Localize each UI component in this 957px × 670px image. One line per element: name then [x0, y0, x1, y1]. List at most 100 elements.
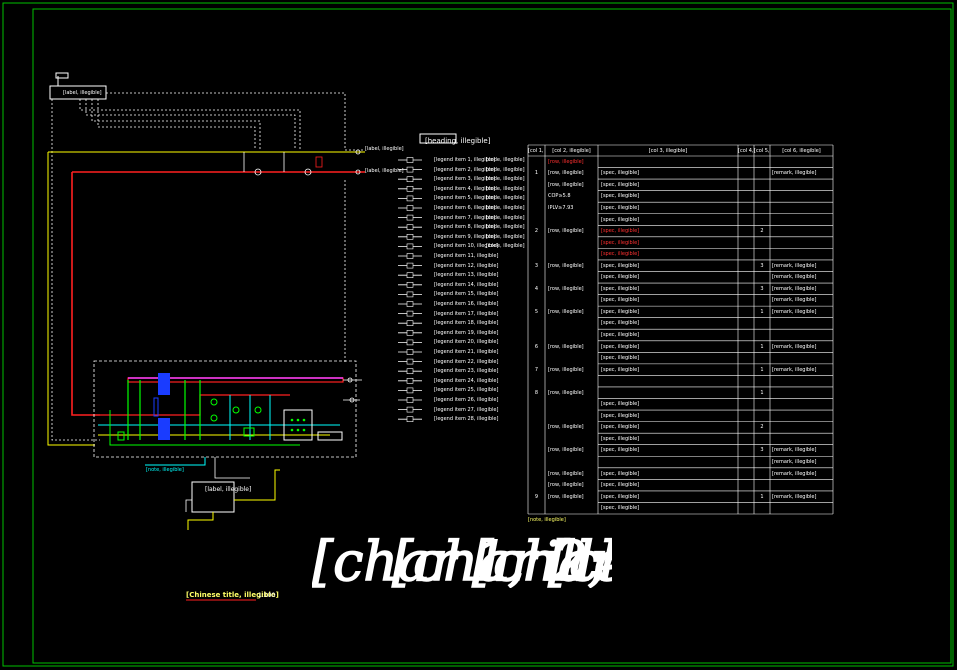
- table-cell-name: [row, illegible]: [548, 424, 584, 431]
- legend-item-label: [legend item 26, illegible]: [434, 397, 499, 403]
- table-cell-name: [row, illegible]: [548, 285, 584, 292]
- legend-symbol-mark: [406, 358, 414, 365]
- table-cell-qty: 3: [760, 447, 764, 454]
- table-cell-spec: [spec, illegible]: [601, 424, 640, 431]
- table-cell-spec: [spec, illegible]: [601, 332, 640, 338]
- table-cell-spec: [spec, illegible]: [601, 493, 640, 500]
- legend-symbol-mark: [406, 166, 414, 173]
- legend-symbol-mark: [406, 243, 414, 250]
- table-cell-qty: 3: [760, 262, 764, 269]
- legend-item-code: [code, illegible]: [486, 205, 525, 211]
- legend-symbol-mark: [406, 157, 414, 163]
- table-cell-spec: [spec, illegible]: [601, 239, 640, 246]
- legend-item-label: [legend item 11, illegible]: [434, 253, 499, 259]
- cabinet-indicators: [290, 418, 306, 432]
- legend-item-code: [code, illegible]: [486, 185, 525, 192]
- signal-lines: [51, 92, 365, 441]
- legend-item-code: [code, illegible]: [486, 233, 525, 240]
- legend-item-label: [legend item 23, illegible]: [434, 368, 499, 375]
- table-note: [note, illegible]: [528, 517, 566, 523]
- table-cell-remark: [remark, illegible]: [772, 297, 817, 304]
- table-cell-no: 6: [534, 343, 539, 350]
- legend-item-label: [legend item 9, illegible]: [434, 233, 496, 240]
- legend-symbol-mark: [406, 349, 414, 355]
- tank-label: [label, illegible]: [205, 486, 252, 493]
- table-cell-qty: 1: [760, 308, 764, 315]
- legend-symbol-mark: [406, 339, 414, 346]
- legend-symbol-mark: [406, 377, 414, 384]
- table-cell-spec: [spec, illegible]: [601, 216, 640, 223]
- table-cell-spec: [spec, illegible]: [601, 204, 640, 211]
- table-cell-spec: [spec, illegible]: [601, 412, 640, 419]
- watermark: [char 1, illegible] [char 2, illegible] …: [312, 530, 612, 588]
- cyan-note-label: [note, illegible]: [146, 467, 184, 473]
- table-cell-remark: [remark, illegible]: [772, 308, 817, 315]
- legend-item-label: [legend item 3, illegible]: [434, 176, 496, 183]
- outlet-tag: [317, 431, 343, 441]
- table-cell-spec: [spec, illegible]: [601, 447, 640, 454]
- legend-symbol-mark: [406, 253, 414, 259]
- table-header-cell: [col 4, illegible]: [738, 147, 754, 154]
- table-cell-no: 4: [534, 285, 539, 292]
- legend-item-label: [legend item 22, illegible]: [434, 358, 499, 365]
- legend-symbol-mark: [406, 329, 414, 336]
- legend-symbol-mark: [406, 214, 414, 221]
- table-cell-name: IPLV≥7.93: [548, 204, 574, 211]
- table-cell-name: [row, illegible]: [548, 181, 584, 188]
- valve-cluster: [243, 149, 361, 176]
- plant-room-boundary: [93, 360, 357, 458]
- legend-item-label: [legend item 1, illegible]: [434, 157, 496, 163]
- legend-symbol-mark: [406, 310, 414, 317]
- legend-symbol-mark: [406, 397, 414, 403]
- table-cell-no: 8: [534, 389, 539, 396]
- legend-item-label: [legend item 13, illegible]: [434, 272, 499, 279]
- legend-item-label: [legend item 12, illegible]: [434, 262, 499, 269]
- table-cell-remark: [remark, illegible]: [772, 285, 817, 292]
- table-cell-qty: 1: [760, 343, 764, 350]
- supply-main-pipe: [71, 171, 365, 416]
- legend-title: [heading, illegible]: [425, 137, 491, 145]
- legend-item-label: [legend item 21, illegible]: [434, 349, 499, 355]
- table-cell-name: [row, illegible]: [548, 262, 584, 269]
- legend-symbol-mark: [406, 368, 414, 375]
- control-panel-box: [49, 85, 107, 100]
- legend-symbol-mark: [406, 406, 414, 413]
- legend-item-label: [legend item 16, illegible]: [434, 301, 499, 307]
- table-cell-spec: [spec, illegible]: [601, 285, 640, 292]
- table-cell-name: [row, illegible]: [548, 493, 584, 500]
- legend-item-code: [code, illegible]: [486, 157, 525, 163]
- table-cell-spec: [spec, illegible]: [601, 274, 640, 281]
- legend-symbol-mark: [406, 281, 414, 288]
- control-cabinet: [283, 409, 313, 441]
- table-cell-spec: [spec, illegible]: [601, 401, 640, 408]
- table-cell-spec: [spec, illegible]: [601, 170, 640, 177]
- table-cell-name: [row, illegible]: [548, 470, 584, 477]
- table-header-cell: [col 5, illegible]: [754, 147, 770, 154]
- table-cell-spec: [spec, illegible]: [601, 343, 640, 350]
- legend-item-label: [legend item 4, illegible]: [434, 185, 496, 192]
- watermark-char-2: [char 2, illegible]: [392, 530, 612, 588]
- legend-item-label: [legend item 20, illegible]: [434, 339, 499, 346]
- table-cell-qty: 1: [760, 366, 764, 373]
- table-cell-spec: [spec, illegible]: [601, 355, 640, 362]
- sheet-scale: 1:100: [258, 592, 276, 599]
- sheet-title: [Chinese title, illegible]: [186, 591, 279, 599]
- table-cell-no: 9: [534, 493, 539, 500]
- legend-item-code: [code, illegible]: [486, 243, 525, 250]
- legend-item-label: [legend item 18, illegible]: [434, 320, 499, 327]
- legend-symbol-mark: [406, 320, 414, 327]
- table-cell-spec: [spec, illegible]: [601, 505, 640, 512]
- legend-item-label: [legend item 8, illegible]: [434, 224, 496, 231]
- table-cell-spec: [spec, illegible]: [601, 470, 640, 477]
- legend-symbol-mark: [406, 387, 414, 394]
- watermark-char-1: [char 1, illegible]: [312, 530, 612, 588]
- table-cell-no: 7: [534, 366, 539, 373]
- table-cell-name: [row, illegible]: [548, 447, 584, 454]
- watermark-char-3: [char 3, illegible]: [472, 530, 612, 588]
- legend-item-label: [legend item 5, illegible]: [434, 195, 496, 202]
- pipe-label-top: [label, illegible]: [365, 146, 404, 152]
- table-cell-remark: [remark, illegible]: [772, 447, 817, 454]
